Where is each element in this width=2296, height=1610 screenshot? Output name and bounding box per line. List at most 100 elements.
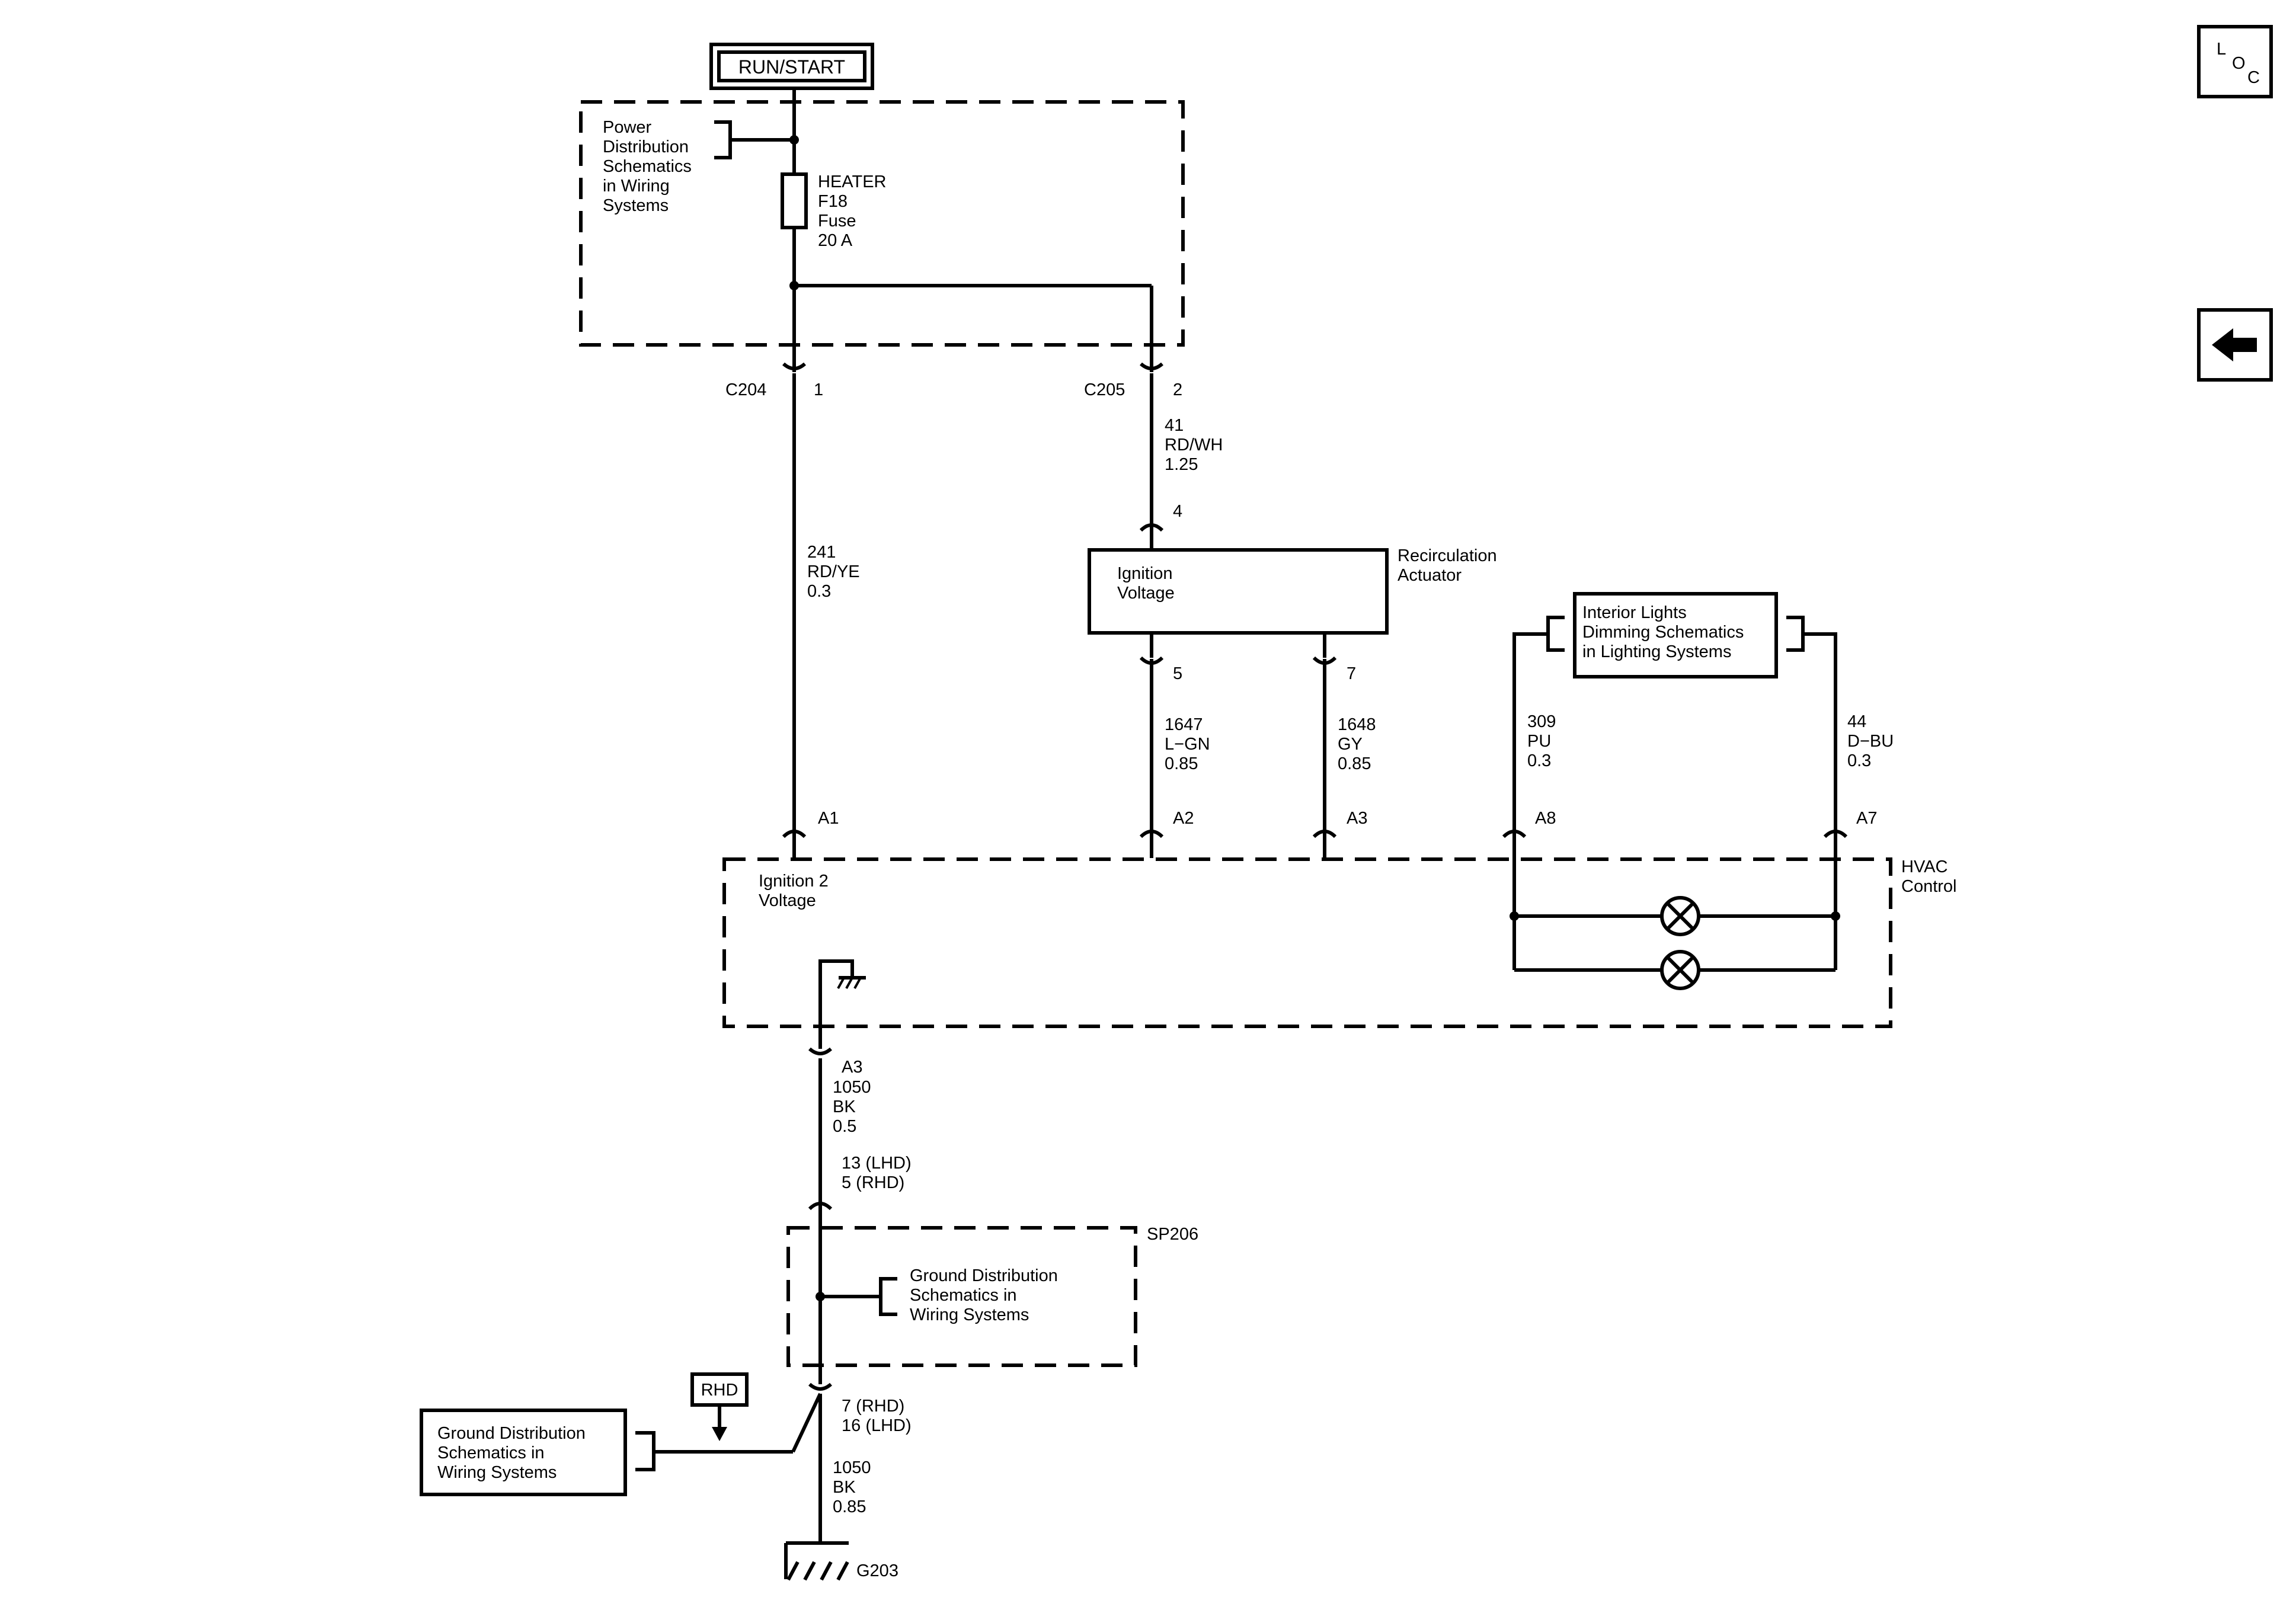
bracket-icon bbox=[879, 1277, 897, 1316]
sp206-out-pin-1: 16 (LHD) bbox=[842, 1416, 912, 1435]
ground-g203-icon bbox=[784, 1541, 849, 1581]
bracket-icon bbox=[635, 1431, 655, 1471]
down-arrow-icon bbox=[712, 1427, 727, 1441]
wire-44 bbox=[1803, 632, 1837, 837]
rhd-option-switch bbox=[791, 1393, 822, 1453]
c205-name: C205 bbox=[1084, 380, 1125, 399]
pin-a8-icon bbox=[1502, 830, 1527, 838]
actuator-inside-0: Ignition bbox=[1117, 564, 1173, 583]
hvac-pin-a8: A8 bbox=[1535, 809, 1556, 828]
lamp-circuit bbox=[1510, 858, 1840, 990]
wire-44-color: D−BU bbox=[1847, 732, 1894, 751]
wire-241-gauge: 0.3 bbox=[807, 582, 831, 601]
actuator-name-1: Actuator bbox=[1398, 566, 1462, 585]
sp206-in-pin-0: 13 (LHD) bbox=[842, 1154, 912, 1173]
fuse-label: HEATER F18 Fuse 20 A bbox=[818, 172, 886, 250]
splice-dot bbox=[1510, 911, 1519, 921]
lamp-1-icon bbox=[1660, 896, 1700, 936]
back-button[interactable] bbox=[2197, 308, 2273, 382]
power-dist-line-0: Power bbox=[603, 118, 652, 137]
ground-dist-1-line-0: Ground Distribution bbox=[910, 1266, 1058, 1285]
hvac-ign2-line-1: Voltage bbox=[759, 891, 816, 910]
rhd-label: RHD bbox=[701, 1381, 738, 1400]
power-dist-line-1: Distribution bbox=[603, 137, 689, 156]
left-bracket-icon bbox=[1546, 616, 1565, 652]
fuse-line-2: Fuse bbox=[818, 212, 856, 231]
actuator-inside-1: Voltage bbox=[1117, 584, 1175, 603]
ground-distribution-reference-box bbox=[420, 1409, 627, 1496]
actuator-name-0: Recirculation bbox=[1398, 546, 1497, 565]
sp206-name: SP206 bbox=[1147, 1225, 1198, 1244]
wire-309-gauge: 0.3 bbox=[1527, 751, 1551, 770]
interior-lights-reference-box bbox=[1573, 592, 1778, 678]
c204-name: C204 bbox=[725, 380, 766, 399]
fuse-f18-icon bbox=[781, 172, 808, 229]
wire-44-circuit: 44 bbox=[1847, 712, 1866, 731]
ground-dist-2-line-0: Ground Distribution bbox=[437, 1424, 586, 1443]
wire-1648-color: GY bbox=[1338, 735, 1363, 754]
wire-1050b-color: BK bbox=[833, 1478, 856, 1497]
hvac-pin-a1: A1 bbox=[818, 809, 839, 828]
fuse-line-3: 20 A bbox=[818, 231, 853, 250]
power-dist-line-2: Schematics bbox=[603, 157, 692, 176]
wire-309-color: PU bbox=[1527, 732, 1551, 751]
loc-letter-c: C bbox=[2247, 68, 2260, 87]
wire-241-circuit: 241 bbox=[807, 543, 836, 562]
hvac-name-0: HVAC bbox=[1901, 857, 1948, 876]
right-bracket-icon bbox=[1786, 616, 1805, 652]
loc-button[interactable]: L O C bbox=[2197, 25, 2273, 98]
g203-label: G203 bbox=[856, 1561, 898, 1580]
power-distribution-reference: Power Distribution Schematics in Wiring … bbox=[603, 118, 794, 215]
wire-309 bbox=[1512, 632, 1548, 837]
run-start-text: RUN/START bbox=[738, 56, 845, 78]
sp206-out-connector-icon bbox=[808, 1382, 832, 1391]
c204-pin: 1 bbox=[814, 380, 823, 399]
wire-1050a-gauge: 0.5 bbox=[833, 1117, 856, 1136]
splice-dot bbox=[789, 135, 799, 145]
ground-dist-1-line-2: Wiring Systems bbox=[910, 1305, 1029, 1324]
fuse-line-1: F18 bbox=[818, 192, 848, 211]
hvac-name-1: Control bbox=[1901, 877, 1957, 896]
c205-pin: 2 bbox=[1173, 380, 1182, 399]
pin-a2-icon bbox=[1139, 830, 1164, 838]
actuator-pin-5: 5 bbox=[1173, 664, 1182, 683]
fuse-block-outline bbox=[579, 100, 1185, 347]
sp206-in-connector-icon bbox=[808, 1202, 833, 1211]
hvac-connector-pins: A1 A2 A3 A8 A7 bbox=[782, 809, 1877, 858]
hvac-pin-a3: A3 bbox=[1347, 809, 1367, 828]
wire-1648-gauge: 0.85 bbox=[1338, 754, 1371, 773]
hvac-control-outline bbox=[722, 857, 1892, 1028]
wire-1648-circuit: 1648 bbox=[1338, 715, 1376, 734]
wire-1050a-color: BK bbox=[833, 1097, 856, 1116]
wire-44-gauge: 0.3 bbox=[1847, 751, 1871, 770]
wire-1647-circuit: 1647 bbox=[1165, 715, 1203, 734]
wire-41-circuit: 41 bbox=[1165, 416, 1184, 435]
actuator-pin-7: 7 bbox=[1347, 664, 1356, 683]
interior-lights-line-0: Interior Lights bbox=[1582, 603, 1687, 622]
wire-1647-gauge: 0.85 bbox=[1165, 754, 1198, 773]
connector-pin-4-icon bbox=[1139, 523, 1164, 532]
hvac-pin-a2: A2 bbox=[1173, 809, 1194, 828]
run-start-label: RUN/START bbox=[709, 43, 874, 90]
wire-241-color: RD/YE bbox=[807, 562, 860, 581]
wire-309-circuit: 309 bbox=[1527, 712, 1556, 731]
interior-lights-line-1: Dimming Schematics bbox=[1582, 623, 1744, 642]
hvac-ground-pin: A3 bbox=[842, 1058, 862, 1077]
wire-41-gauge: 1.25 bbox=[1165, 455, 1198, 474]
power-dist-line-4: Systems bbox=[603, 196, 669, 215]
lamp-2-icon bbox=[1660, 950, 1700, 990]
actuator-pin-4: 4 bbox=[1173, 502, 1182, 521]
power-dist-line-3: in Wiring bbox=[603, 177, 670, 196]
ground-dist-2-line-2: Wiring Systems bbox=[437, 1463, 557, 1482]
ground-dist-1-line-1: Schematics in bbox=[910, 1286, 1017, 1305]
loc-letter-l: L bbox=[2217, 40, 2226, 59]
pin-a7-icon bbox=[1823, 830, 1848, 838]
splice-dot bbox=[1831, 911, 1840, 921]
ground-dist-2-line-1: Schematics in bbox=[437, 1443, 545, 1462]
fuse-line-0: HEATER bbox=[818, 172, 886, 191]
sp206-outline bbox=[786, 1226, 1137, 1367]
pin-a1-icon bbox=[782, 830, 807, 838]
internal-ground-icon bbox=[818, 959, 866, 1025]
hvac-ign2-line-0: Ignition 2 bbox=[759, 872, 829, 891]
